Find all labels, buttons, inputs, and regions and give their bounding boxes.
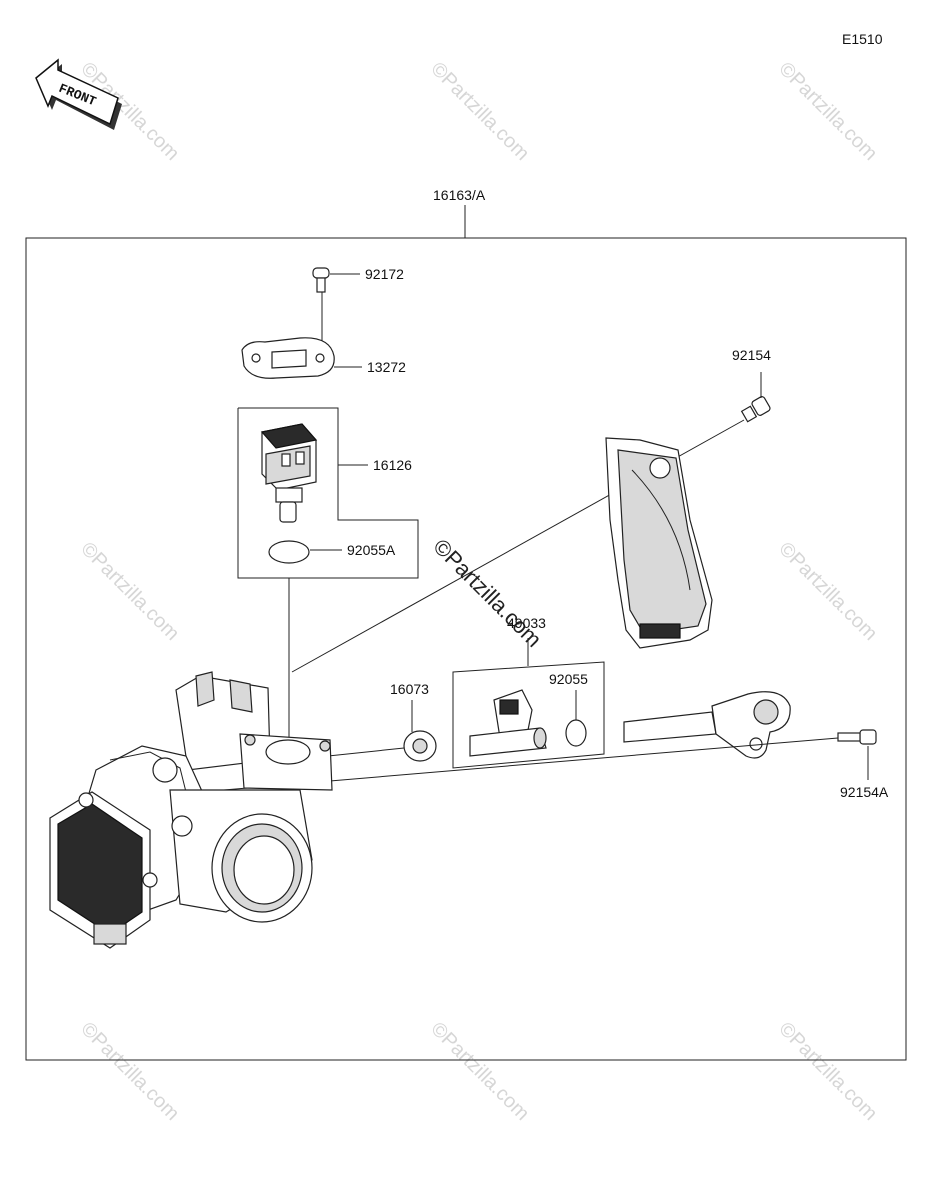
watermark-group: ©Partzilla.com ©Partzilla.com ©Partzilla…: [76, 58, 881, 1125]
label-16073: 16073: [390, 681, 429, 697]
throttle-cover: [605, 437, 713, 649]
label-92172: 92172: [365, 266, 404, 282]
label-92055: 92055: [549, 671, 588, 687]
watermark-8: ©Partzilla.com: [774, 1018, 881, 1125]
label-49033: 49033: [507, 615, 546, 631]
watermark-center: ©Partzilla.com: [428, 534, 546, 652]
bracket-16126: [237, 407, 419, 579]
plate-13272: [241, 337, 335, 379]
assembly-label: 16163/A: [433, 187, 486, 203]
watermark-5: ©Partzilla.com: [774, 538, 881, 645]
watermark-2: ©Partzilla.com: [426, 58, 533, 165]
throttle-body: [49, 671, 333, 949]
label-13272: 13272: [367, 359, 406, 375]
label-92055A: 92055A: [347, 542, 396, 558]
watermark-6: ©Partzilla.com: [76, 1018, 183, 1125]
sensor-16126: [260, 423, 318, 523]
label-92154A: 92154A: [840, 784, 889, 800]
watermark-7: ©Partzilla.com: [426, 1018, 533, 1125]
seal-16073: [403, 730, 437, 762]
watermark-3: ©Partzilla.com: [774, 58, 881, 165]
bolt-92154A: [837, 729, 877, 745]
fuel-pipe: [623, 691, 791, 759]
label-92154: 92154: [732, 347, 771, 363]
oring-92055: [565, 719, 587, 747]
bracket-49033: [452, 661, 605, 769]
oring-92055A: [268, 540, 310, 564]
front-arrow-icon: FRONT: [35, 58, 122, 130]
watermark-4: ©Partzilla.com: [76, 538, 183, 645]
diagram-code: E1510: [842, 31, 883, 47]
bolt-92154: [740, 396, 771, 423]
injector-49033: [469, 689, 547, 757]
screw-92172: [312, 267, 330, 293]
assembly-frame: [25, 237, 907, 1061]
label-16126: 16126: [373, 457, 412, 473]
